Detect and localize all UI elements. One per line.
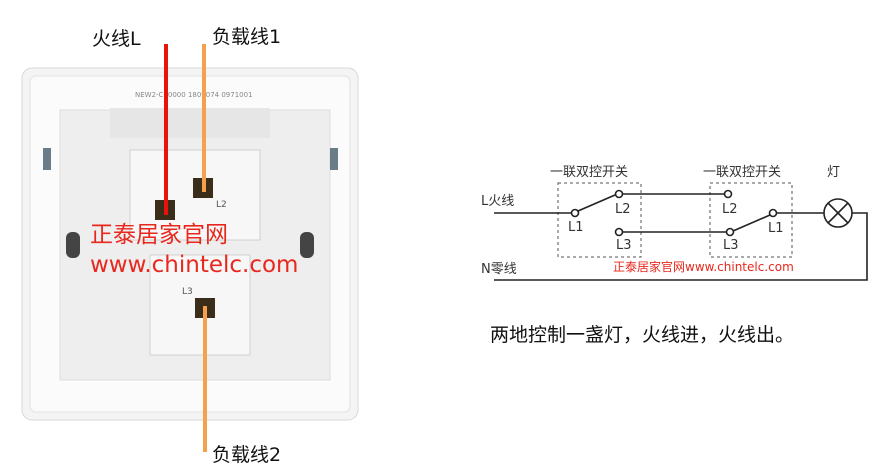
plate-marking: NEW2-C00000 1809074 0971001 [135, 91, 253, 99]
plate-clip-left [43, 148, 51, 170]
diagram-caption: 两地控制一盏灯，火线进，火线出。 [490, 324, 795, 346]
lamp-cross-2 [827, 202, 849, 224]
terminal-label-l3: L3 [182, 287, 193, 297]
load-wire-1-label: 负载线1 [212, 26, 282, 48]
left-switch-title: 一联双控开关 [550, 165, 628, 180]
left-terminal-l3 [614, 227, 624, 237]
load-wire-2-label: 负载线2 [212, 444, 282, 466]
live-label: L火线 [481, 194, 514, 209]
watermark-url: www.chintelc.com [90, 252, 299, 278]
right-label-l2: L2 [722, 202, 738, 217]
left-terminal-l1 [570, 208, 580, 218]
left-terminal-l2 [614, 189, 624, 199]
diagram-watermark: 正泰居家官网www.chintelc.com [613, 259, 794, 274]
lamp-icon [823, 198, 853, 228]
left-label-l1: L1 [568, 220, 584, 235]
live-wire-label: 火线L [92, 28, 141, 50]
switch-back-photo: L2 L3 NEW2-C00000 1809074 0971001 [21, 44, 359, 452]
left-label-l2: L2 [615, 202, 631, 217]
right-switch-title: 一联双控开关 [703, 165, 781, 180]
watermark-name: 正泰居家官网 [90, 222, 228, 248]
terminal-label-l2: L2 [216, 200, 227, 210]
right-terminal-l1 [768, 208, 778, 218]
right-terminal-l3 [725, 227, 735, 237]
module-top-lattice [110, 108, 270, 138]
neutral-label: N零线 [481, 262, 517, 277]
neutral-line [494, 212, 868, 281]
plate-clip-right [330, 148, 338, 170]
screw-hole-left [66, 232, 80, 258]
screw-hole-right [300, 232, 314, 258]
right-switch-blade [732, 214, 771, 232]
left-switch-blade [577, 194, 616, 212]
lamp-title: 灯 [827, 165, 840, 180]
right-label-l3: L3 [723, 238, 739, 253]
right-terminal-l2 [723, 189, 733, 199]
right-label-l1: L1 [768, 221, 784, 236]
left-label-l3: L3 [616, 238, 632, 253]
left-switch-box [557, 182, 642, 258]
